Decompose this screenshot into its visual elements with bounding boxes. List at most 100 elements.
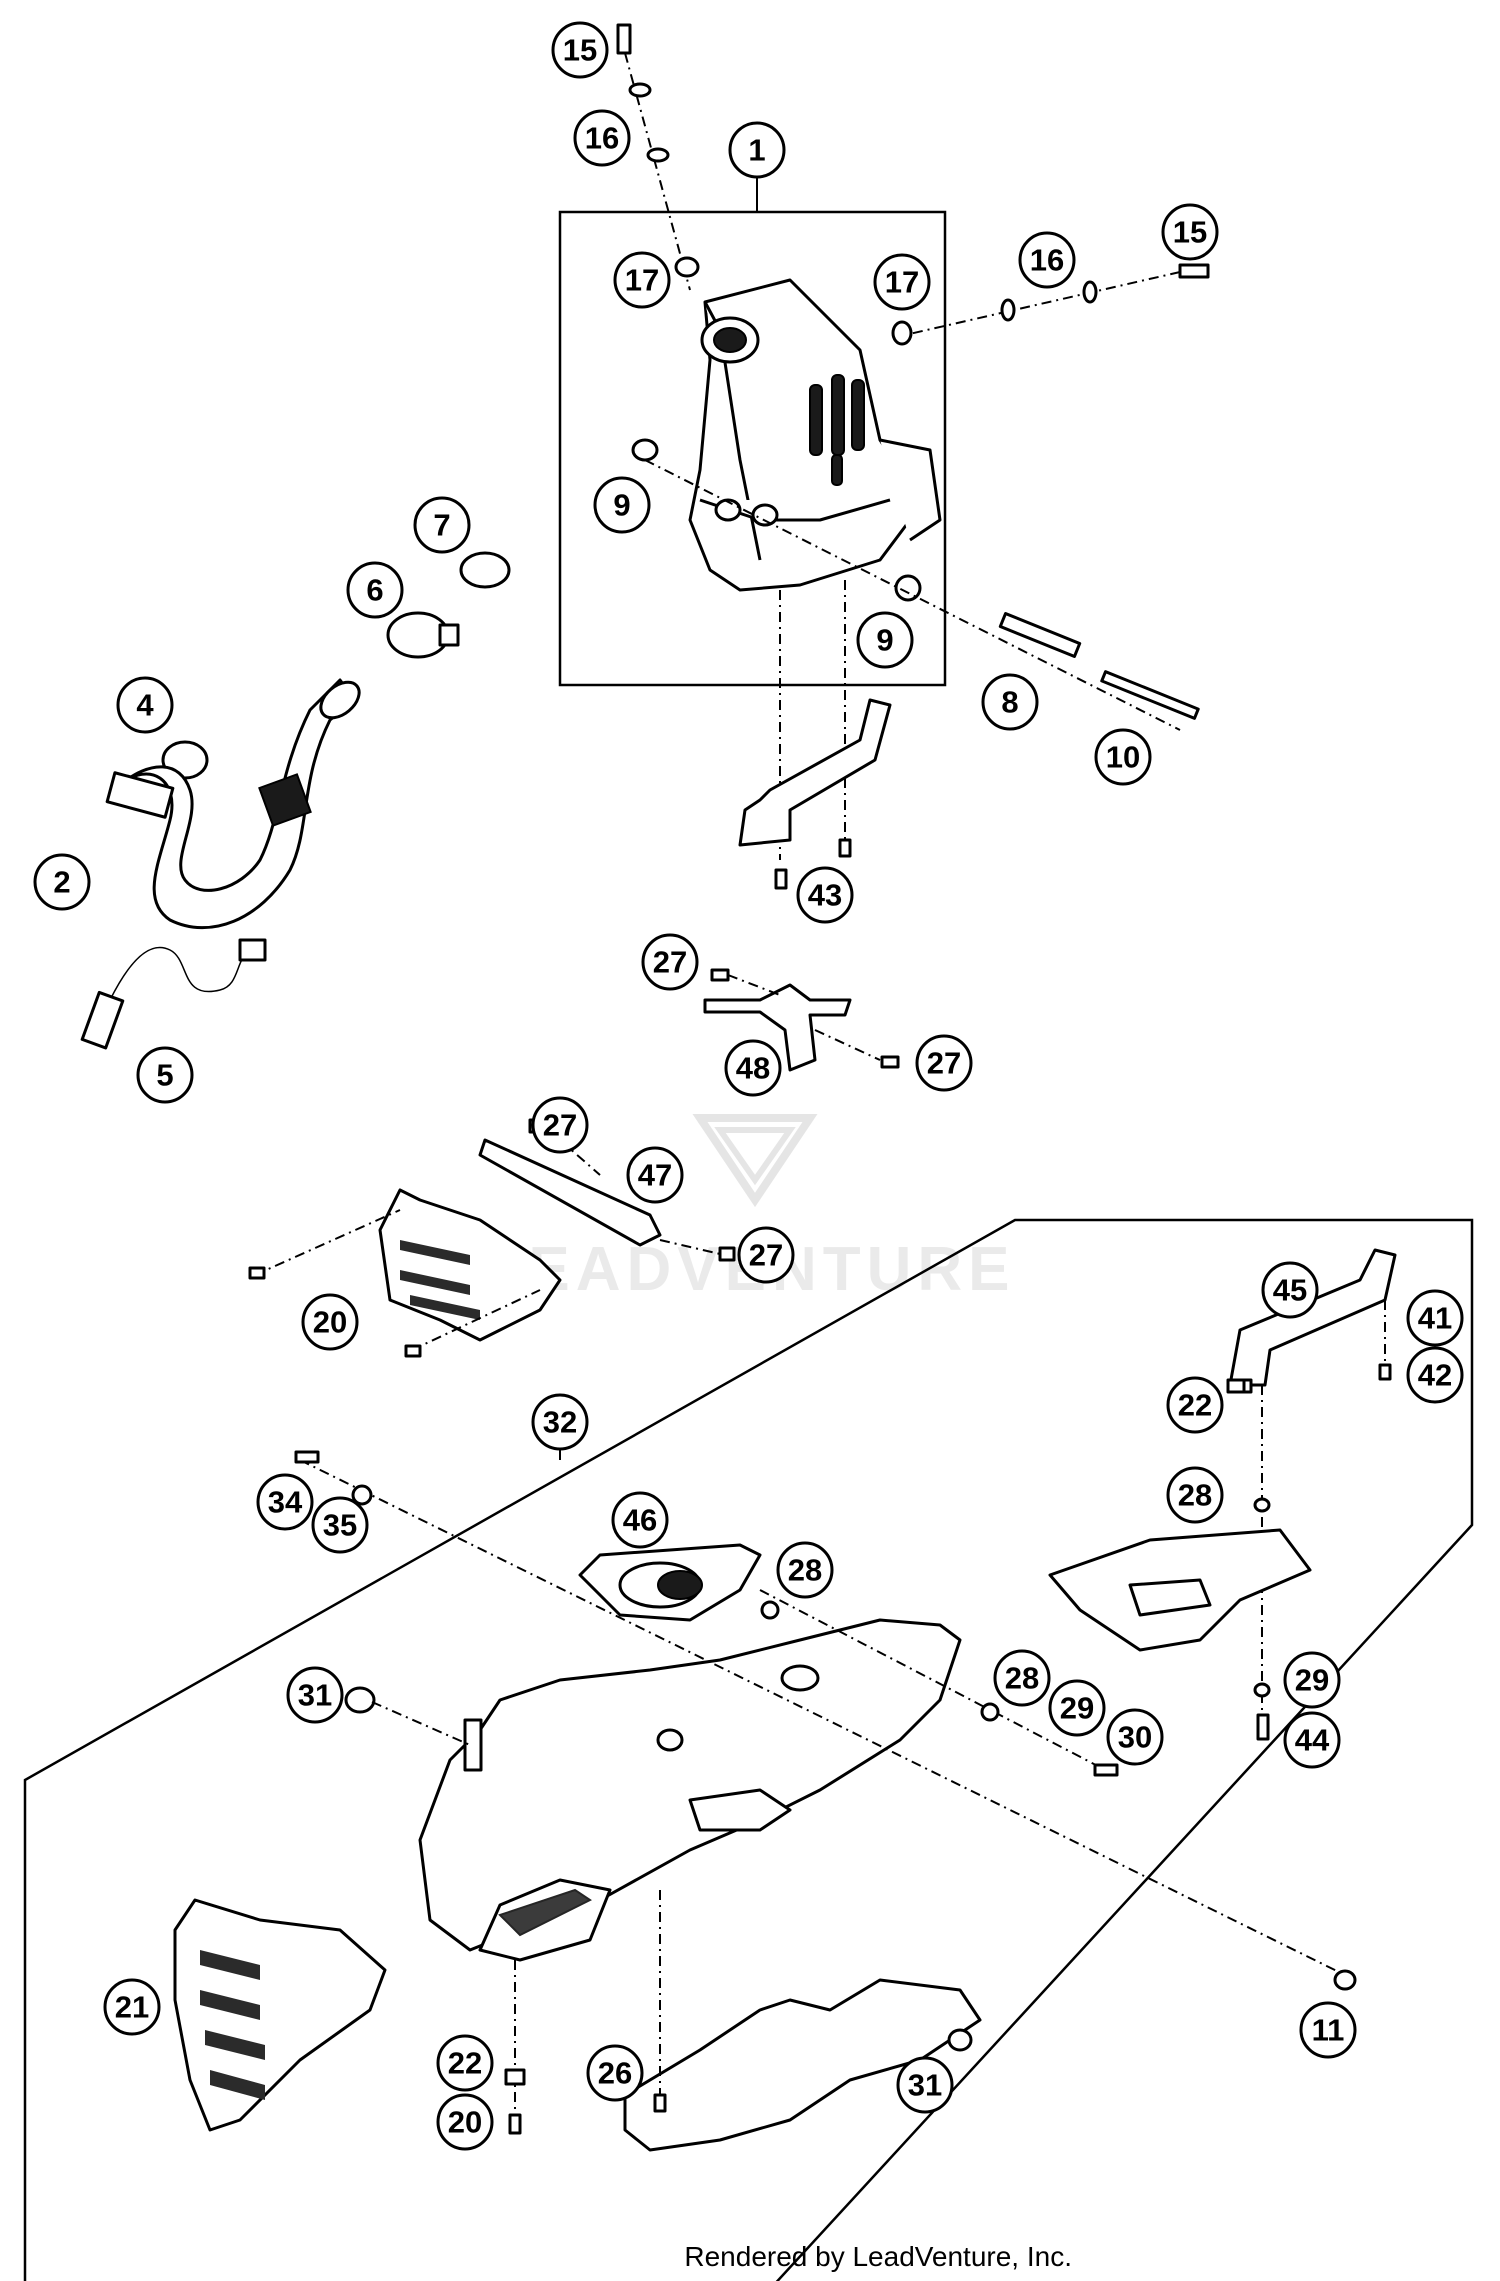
svg-text:43: 43 [808, 878, 842, 913]
callout-30: 30 [1106, 1708, 1164, 1766]
svg-text:30: 30 [1118, 1720, 1152, 1755]
axis-28-30 [759, 1589, 1116, 1776]
callout-28-b: 28 [993, 1649, 1051, 1707]
callout-28-a: 28 [776, 1541, 834, 1599]
washer-16-left-b [646, 147, 670, 163]
svg-text:28: 28 [1005, 1661, 1039, 1696]
callout-22-lower: 22 [436, 2034, 494, 2092]
muffler [688, 278, 942, 592]
svg-text:10: 10 [1106, 740, 1140, 775]
callout-17-left: 17 [613, 251, 671, 309]
svg-text:11: 11 [1312, 2013, 1345, 2048]
nut-22-lower [504, 2068, 526, 2086]
callout-29-a: 29 [1048, 1679, 1106, 1737]
washer-16-right-b [1000, 298, 1016, 322]
grommet-31-lower [947, 2028, 973, 2052]
callout-20-upper: 20 [301, 1293, 359, 1351]
grommet-17-right [891, 320, 913, 346]
washer-28-b [980, 1702, 1000, 1722]
ring-7 [459, 551, 511, 589]
svg-text:48: 48 [736, 1051, 770, 1086]
svg-text:1: 1 [748, 133, 765, 168]
callout-29-right: 29 [1283, 1651, 1341, 1709]
svg-text:15: 15 [563, 33, 597, 68]
svg-text:27: 27 [653, 945, 687, 980]
svg-text:29: 29 [1295, 1663, 1329, 1698]
bolt-34 [294, 1450, 320, 1464]
svg-text:41: 41 [1418, 1301, 1452, 1336]
bolt-30 [1093, 1763, 1119, 1777]
callout-9-upper: 9 [593, 476, 651, 534]
tail-cover-46 [578, 1543, 762, 1622]
spacer-8 [998, 612, 1082, 658]
callout-27-b: 27 [915, 1034, 973, 1092]
callout-32: 32 [531, 1393, 589, 1451]
callout-28-right: 28 [1166, 1466, 1224, 1524]
svg-text:35: 35 [323, 1508, 357, 1543]
svg-text:31: 31 [298, 1678, 332, 1713]
nut-22-upper [1226, 1378, 1246, 1394]
svg-text:22: 22 [1178, 1388, 1212, 1423]
callout-44: 44 [1283, 1711, 1341, 1769]
svg-text:31: 31 [908, 2068, 942, 2103]
svg-text:26: 26 [598, 2056, 632, 2091]
callout-46: 46 [611, 1491, 669, 1549]
callout-20-lower: 20 [436, 2093, 494, 2151]
svg-text:46: 46 [623, 1503, 657, 1538]
callout-16-right: 16 [1018, 231, 1076, 289]
callout-16-left: 16 [573, 109, 631, 167]
bolt-44 [1256, 1713, 1270, 1741]
axis-34-11 [299, 1459, 1346, 1976]
side-cover-21 [173, 1898, 387, 2132]
svg-text:27: 27 [543, 1108, 577, 1143]
svg-text:27: 27 [749, 1238, 783, 1273]
callout-15-left: 15 [551, 21, 609, 79]
axis-31-upper [371, 1701, 471, 1746]
callout-11: 11 [1299, 2001, 1357, 2059]
svg-text:22: 22 [448, 2046, 482, 2081]
washer-28-a [760, 1600, 780, 1620]
grommet-9-upper [631, 438, 659, 462]
washer-28-right [1253, 1497, 1271, 1513]
callout-26: 26 [586, 2044, 644, 2102]
header-pipe-2 [105, 678, 361, 930]
bolt-15-left [616, 23, 691, 291]
svg-text:9: 9 [876, 623, 893, 658]
nut-35 [351, 1484, 373, 1506]
callout-43: 43 [796, 866, 854, 924]
svg-text:16: 16 [1030, 243, 1064, 278]
callout-27-c: 27 [531, 1096, 589, 1154]
callout-5: 5 [136, 1046, 194, 1104]
svg-text:16: 16 [585, 121, 619, 156]
callout-17-right: 17 [873, 253, 931, 311]
svg-text:42: 42 [1418, 1358, 1452, 1393]
heat-shield-group-frame [23, 1218, 1474, 2281]
svg-text:8: 8 [1001, 685, 1018, 720]
grommet-31-upper [344, 1686, 376, 1714]
callout-47: 47 [626, 1146, 684, 1204]
bolt-26 [653, 2093, 667, 2113]
callout-41: 41 [1406, 1289, 1464, 1347]
svg-text:20: 20 [448, 2105, 482, 2140]
callout-31-upper: 31 [286, 1666, 344, 1724]
callout-27-a: 27 [641, 933, 699, 991]
callout-21: 21 [103, 1978, 161, 2036]
footer-credit: Rendered by LeadVenture, Inc. [684, 2241, 1072, 2272]
svg-text:5: 5 [156, 1058, 173, 1093]
svg-text:2: 2 [53, 865, 70, 900]
svg-text:15: 15 [1173, 215, 1207, 250]
bolt-20-lower [508, 2113, 522, 2135]
lambda-sensor-5 [80, 938, 267, 1050]
svg-text:6: 6 [366, 573, 383, 608]
callout-35: 35 [311, 1496, 369, 1554]
callout-7: 7 [413, 496, 471, 554]
side-guard-20 [248, 1188, 562, 1358]
callout-4: 4 [116, 676, 174, 734]
svg-text:27: 27 [927, 1046, 961, 1081]
callout-10: 10 [1094, 728, 1152, 786]
svg-text:32: 32 [543, 1405, 577, 1440]
svg-text:9: 9 [613, 488, 630, 523]
bracket-48 [703, 968, 900, 1072]
svg-text:47: 47 [638, 1158, 672, 1193]
